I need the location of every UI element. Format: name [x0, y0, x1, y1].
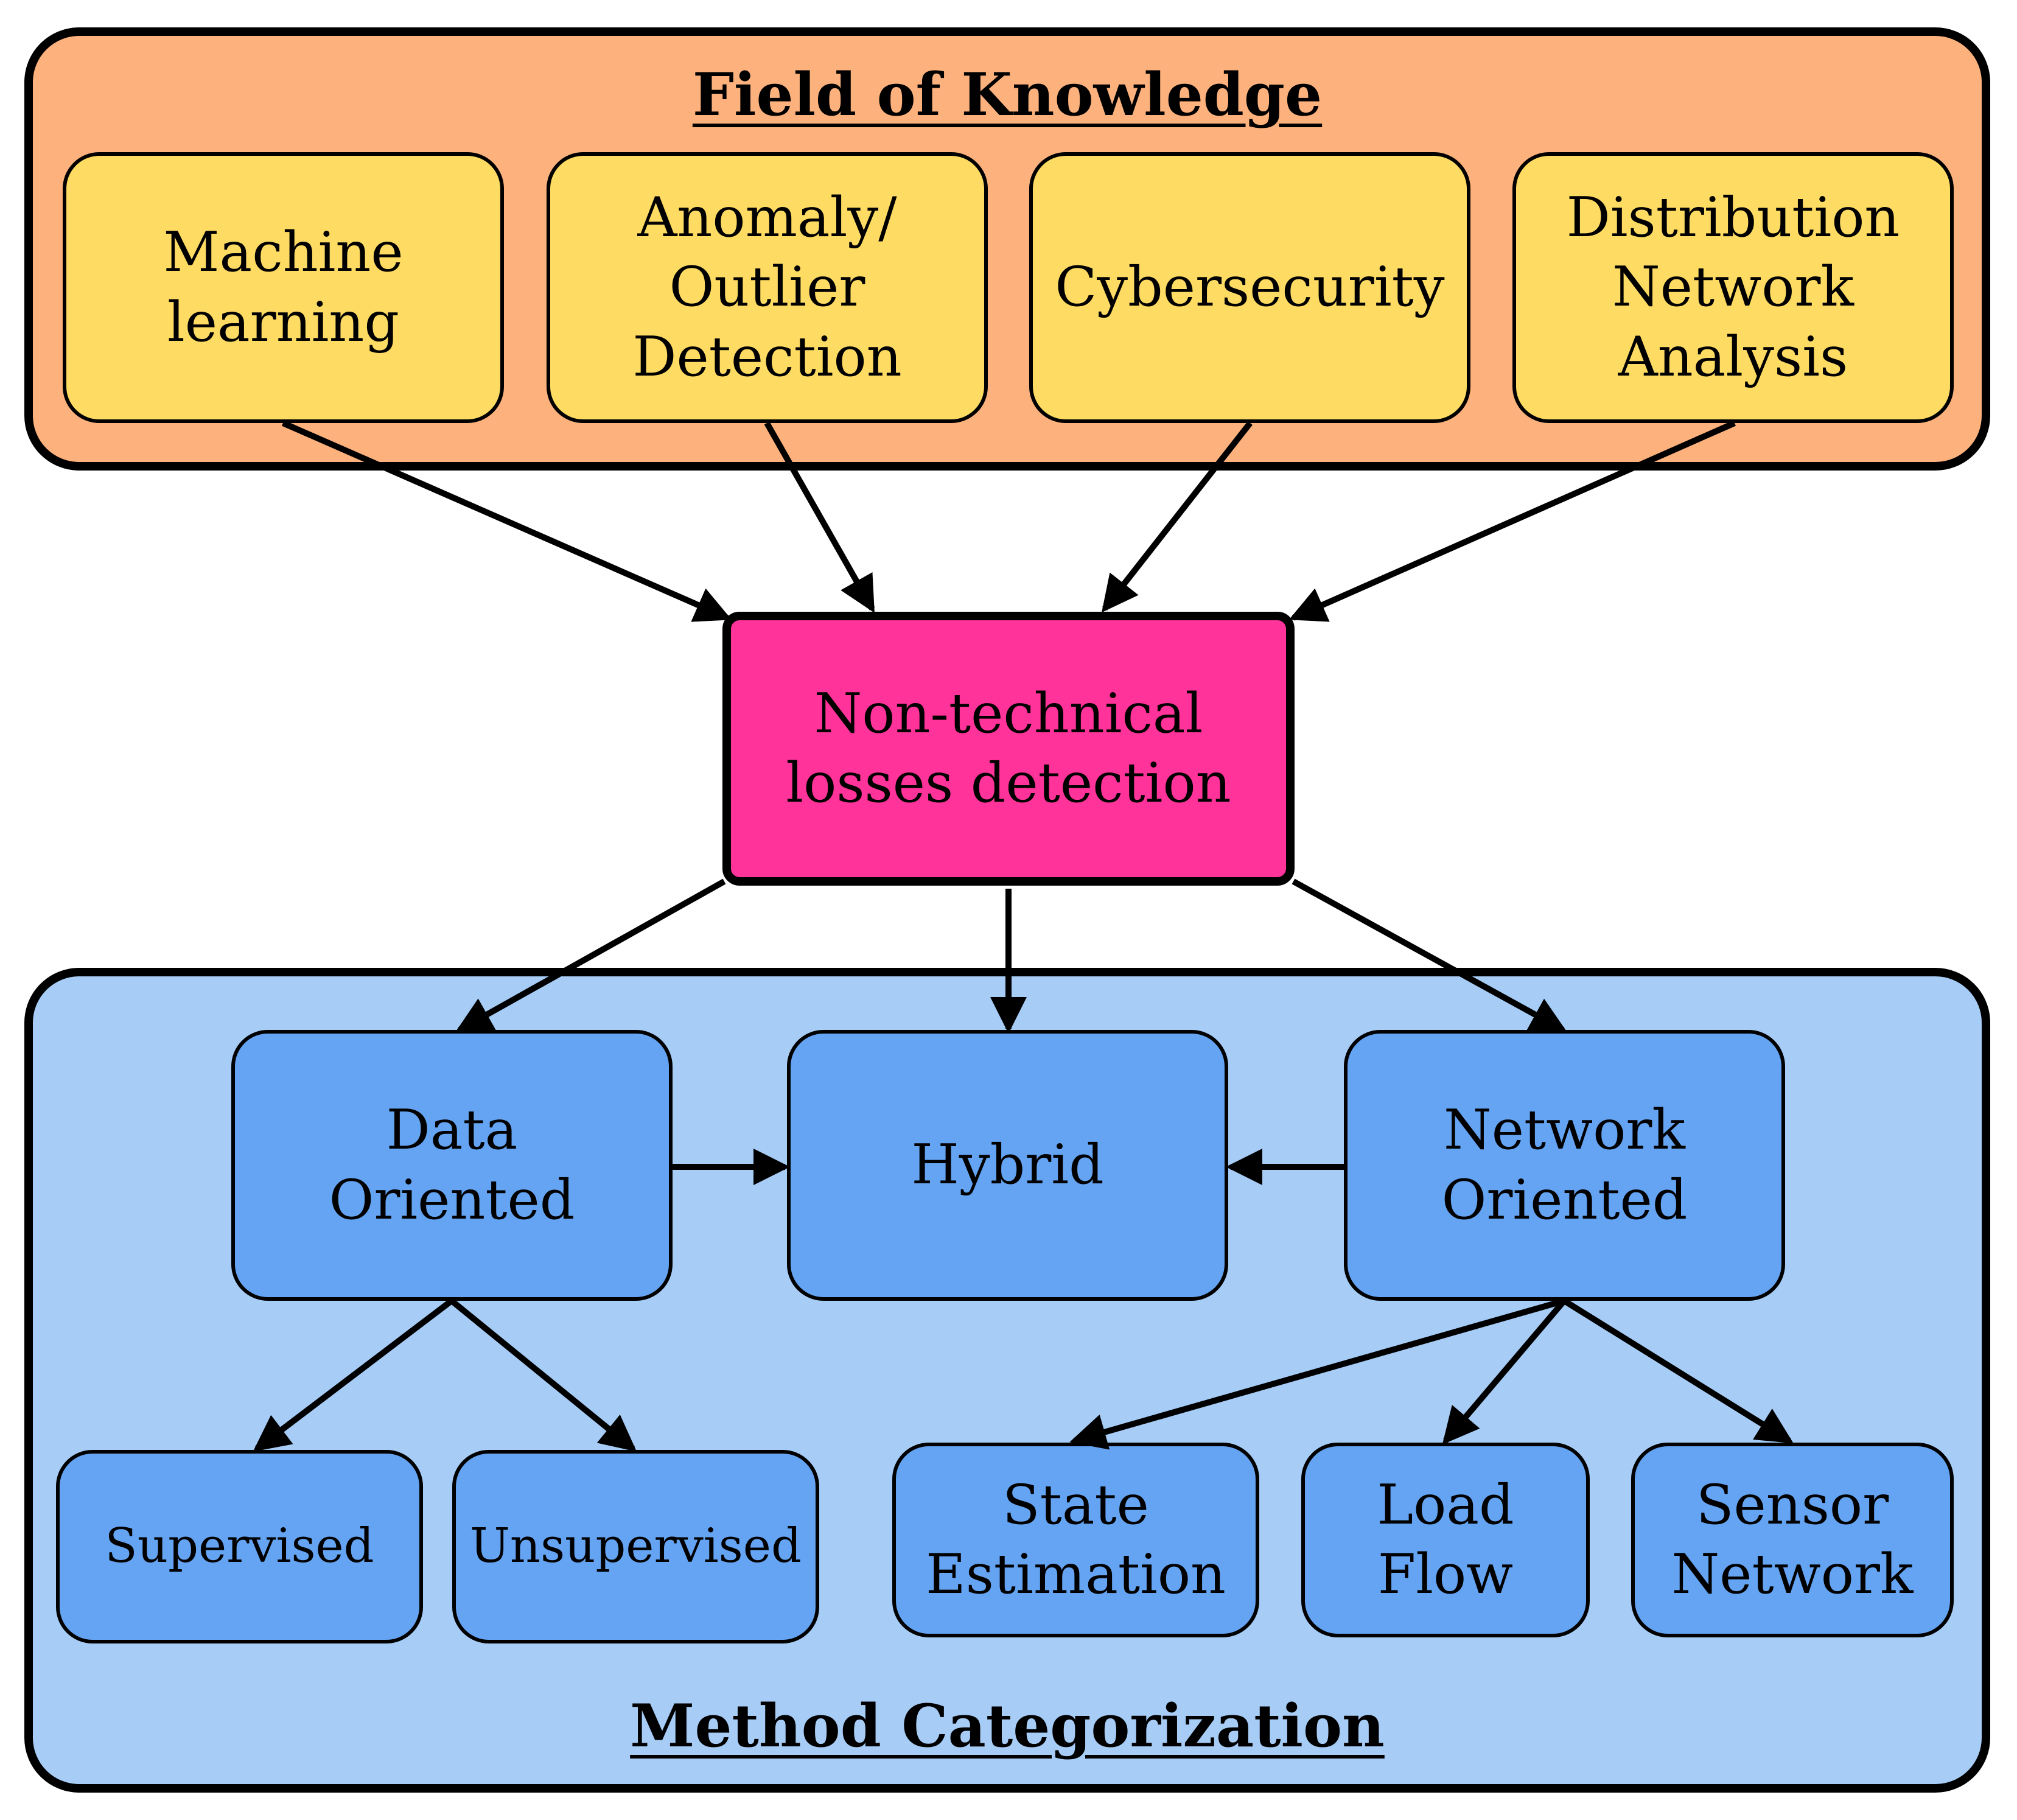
node-label: Network Oriented	[1441, 1098, 1688, 1232]
node-network-oriented: Network Oriented	[1344, 1030, 1785, 1301]
node-distribution-network-analysis: Distribution Network Analysis	[1512, 152, 1954, 423]
node-data-oriented: Data Oriented	[231, 1030, 673, 1301]
node-label: Anomaly/ Outlier Detection	[632, 186, 902, 389]
node-load-flow: Load Flow	[1301, 1443, 1590, 1637]
node-label: Sensor Network	[1671, 1472, 1914, 1606]
node-label: Supervised	[105, 1519, 374, 1574]
node-sensor-network: Sensor Network	[1631, 1443, 1954, 1637]
node-label: Machine learning	[163, 220, 404, 354]
node-label: Distribution Network Analysis	[1566, 186, 1900, 389]
node-unsupervised: Unsupervised	[452, 1450, 819, 1643]
node-label: Non-technical losses detection	[786, 681, 1231, 815]
node-label: State Estimation	[926, 1472, 1226, 1606]
node-anomaly-outlier-detection: Anomaly/ Outlier Detection	[547, 152, 988, 423]
node-label: Hybrid	[911, 1133, 1104, 1197]
field-of-knowledge-title: Field of Knowledge	[692, 60, 1323, 129]
method-categorization-title: Method Categorization	[630, 1692, 1385, 1760]
node-state-estimation: State Estimation	[892, 1443, 1259, 1637]
node-label: Data Oriented	[329, 1098, 575, 1232]
node-supervised: Supervised	[56, 1450, 423, 1643]
node-label: Unsupervised	[470, 1519, 802, 1574]
node-label: Cybersecurity	[1055, 255, 1445, 320]
node-machine-learning: Machine learning	[63, 152, 504, 423]
node-label: Load Flow	[1377, 1472, 1514, 1606]
node-non-technical-losses-detection: Non-technical losses detection	[722, 612, 1295, 886]
node-cybersecurity: Cybersecurity	[1029, 152, 1470, 423]
node-hybrid: Hybrid	[787, 1030, 1228, 1301]
